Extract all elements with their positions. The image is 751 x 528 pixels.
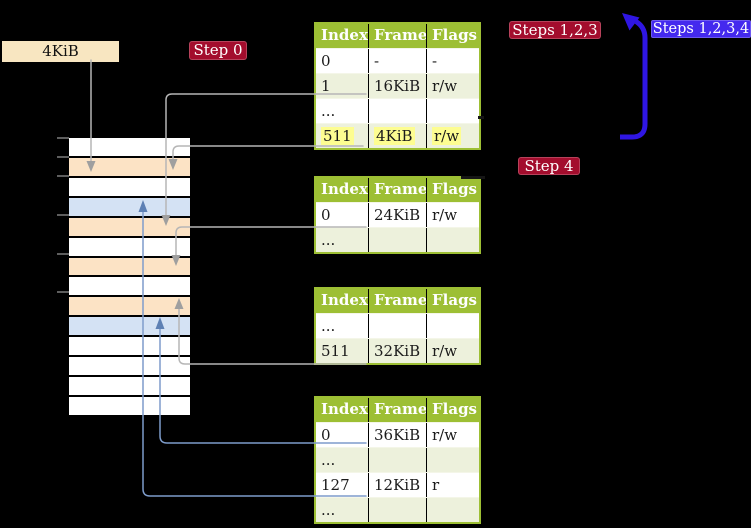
- table-cell: [368, 228, 426, 252]
- table-cell: 0: [321, 206, 331, 224]
- memory-frame-plain: [69, 138, 190, 156]
- table-cell: [368, 99, 426, 123]
- memory-address-box: 4KiB: [2, 41, 119, 62]
- steps123-label: Steps 1,2,3: [509, 21, 601, 39]
- memory-frame-plain: [69, 377, 190, 395]
- table-cell: 511: [316, 124, 368, 148]
- table-cell: ...: [321, 231, 336, 249]
- physical-memory-column: [69, 138, 190, 415]
- memory-frame-table: [69, 157, 190, 176]
- column-header: Index: [321, 400, 368, 418]
- table-cell: [426, 448, 479, 472]
- table-cell: 12KiB: [368, 473, 426, 497]
- table-cell: r/w: [426, 74, 479, 98]
- step4-label: Step 4: [518, 157, 580, 175]
- table-cell: 24KiB: [368, 203, 426, 227]
- table-row: ...: [316, 98, 479, 123]
- memory-frame-plain: [69, 277, 190, 296]
- memory-tick: [57, 156, 69, 158]
- memory-frame-plain: [69, 177, 190, 196]
- table-cell: ...: [321, 501, 336, 519]
- table-cell: ...: [321, 102, 336, 120]
- table-cell: ...: [321, 317, 336, 335]
- memory-frame-plain: [69, 357, 190, 376]
- memory-frame-plain: [69, 396, 190, 415]
- table-cell: 36KiB: [368, 423, 426, 447]
- table-cell: -: [368, 49, 426, 73]
- table-cell: r/w: [426, 423, 479, 447]
- table-cell: [426, 314, 479, 338]
- memory-frame-mapped: [69, 317, 190, 336]
- memory-tick: [57, 137, 69, 139]
- table-cell: 0: [321, 426, 331, 444]
- column-header: Flags: [426, 178, 479, 202]
- table-row: ...: [316, 313, 479, 338]
- table-row: ...: [316, 227, 479, 252]
- column-header: Flags: [426, 24, 479, 48]
- highlighted-value: 511: [321, 127, 354, 145]
- table-cell: r/w: [426, 339, 479, 363]
- table-cell: [426, 498, 479, 522]
- column-header: Frame: [368, 24, 426, 48]
- table-cell: 127: [321, 476, 350, 494]
- table-cell: 0: [321, 52, 331, 70]
- memory-frame-table: [69, 297, 190, 316]
- table-cell: -: [426, 49, 479, 73]
- memory-frame-table: [69, 257, 190, 276]
- table-cell: 511: [321, 342, 350, 360]
- memory-frame-plain: [69, 237, 190, 256]
- highlighted-value: 4KiB: [374, 127, 415, 145]
- table-cell: r: [426, 473, 479, 497]
- table-row: ...: [316, 447, 479, 472]
- step0-label: Step 0: [189, 41, 247, 60]
- memory-frame-mapped: [69, 197, 190, 216]
- column-header: Flags: [426, 289, 479, 313]
- table-cell: ...: [321, 451, 336, 469]
- column-header: Index: [321, 291, 368, 309]
- table-row: ...: [316, 497, 479, 522]
- column-header: Index: [321, 26, 368, 44]
- memory-tick: [57, 291, 69, 293]
- table-cell: 16KiB: [368, 74, 426, 98]
- column-header: Flags: [426, 398, 479, 422]
- table-cell: 32KiB: [368, 339, 426, 363]
- table-row: 511 4KiB r/w: [316, 123, 479, 148]
- memory-tick: [57, 175, 69, 177]
- table-cell: r/w: [426, 203, 479, 227]
- memory-tick: [57, 253, 69, 255]
- column-header: Frame: [368, 178, 426, 202]
- table-cell: [368, 498, 426, 522]
- table-cell: [426, 99, 479, 123]
- column-header: Index: [321, 180, 368, 198]
- table-cell: [368, 314, 426, 338]
- table-cell: 1: [321, 77, 331, 95]
- table-cell: r/w: [426, 124, 479, 148]
- memory-frame-table: [69, 217, 190, 236]
- highlighted-value: r/w: [432, 127, 462, 145]
- memory-tick: [57, 214, 69, 216]
- table-cell: [426, 228, 479, 252]
- steps1234-label: Steps 1,2,3,4: [651, 20, 751, 38]
- table-row: 0 --: [316, 48, 479, 73]
- column-header: Frame: [368, 398, 426, 422]
- recursive-loop-arrow: [620, 13, 648, 140]
- column-header: Frame: [368, 289, 426, 313]
- table-cell: [368, 448, 426, 472]
- table-cell: 4KiB: [368, 124, 426, 148]
- memory-frame-plain: [69, 337, 190, 356]
